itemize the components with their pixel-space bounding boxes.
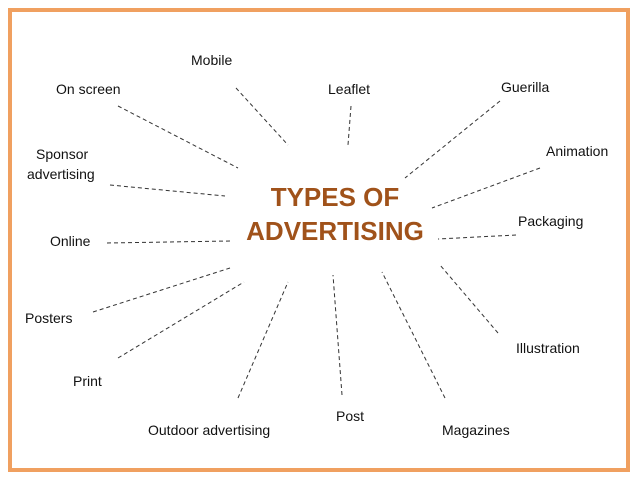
label-online: Online bbox=[50, 233, 91, 249]
center-title-line-2: ADVERTISING bbox=[246, 216, 424, 246]
connector-leaflet bbox=[347, 105, 352, 146]
label-outdoor-advertising: Outdoor advertising bbox=[148, 422, 271, 438]
label-magazines: Magazines bbox=[442, 422, 510, 438]
label-sponsor-line-1: Sponsor bbox=[36, 146, 89, 162]
connector-post bbox=[332, 274, 343, 396]
label-animation: Animation bbox=[546, 143, 609, 159]
connector-mobile bbox=[235, 87, 289, 146]
connector-online bbox=[106, 240, 231, 244]
label-mobile: Mobile bbox=[191, 52, 233, 68]
connector-packaging bbox=[437, 234, 517, 240]
connector-on-screen bbox=[117, 105, 239, 169]
center-title: TYPES OF ADVERTISING bbox=[228, 180, 442, 248]
label-sponsor-line-2: advertising bbox=[27, 166, 95, 182]
connector-animation bbox=[431, 167, 541, 209]
connector-guerilla bbox=[404, 100, 501, 179]
connector-illustration bbox=[439, 264, 499, 334]
connector-magazines bbox=[381, 271, 446, 399]
slide-frame bbox=[8, 8, 630, 472]
label-print: Print bbox=[73, 373, 102, 389]
label-guerilla: Guerilla bbox=[501, 79, 550, 95]
center-title-line-1: TYPES OF bbox=[270, 182, 400, 212]
label-illustration: Illustration bbox=[516, 340, 580, 356]
connector-sponsor bbox=[109, 184, 226, 197]
label-post: Post bbox=[336, 408, 365, 424]
connector-outdoor bbox=[237, 281, 289, 399]
label-posters: Posters bbox=[25, 310, 73, 326]
label-on-screen: On screen bbox=[56, 81, 121, 97]
connector-posters bbox=[92, 267, 231, 313]
connector-print bbox=[117, 281, 245, 359]
label-leaflet: Leaflet bbox=[328, 81, 371, 97]
label-packaging: Packaging bbox=[518, 213, 584, 229]
